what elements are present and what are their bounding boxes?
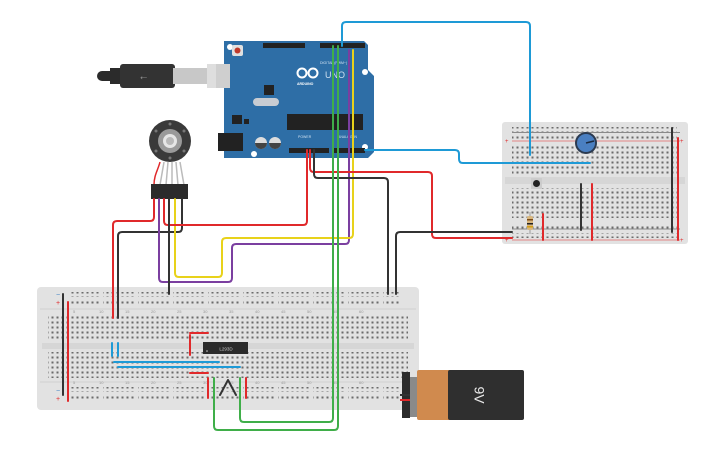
rail-plus-label: + (680, 238, 684, 244)
crystal (253, 98, 279, 106)
column-label: 40 (255, 380, 260, 385)
column-label: 55 (333, 380, 338, 385)
wire-blue (341, 21, 531, 156)
rail-plus-label: + (505, 238, 509, 244)
power-jack (218, 133, 243, 151)
column-label: 35 (229, 380, 234, 385)
column-label: 20 (151, 309, 156, 314)
wire-green (213, 45, 339, 431)
rail-minus-label: − (56, 292, 60, 299)
wire-red (112, 198, 155, 319)
column-label: 60 (359, 309, 364, 314)
column-label: 15 (125, 309, 130, 314)
column-label: 25 (177, 309, 182, 314)
column-label: 10 (99, 309, 104, 314)
column-label: 5 (73, 309, 76, 314)
rail-plus-label: + (56, 300, 60, 307)
wire-red (309, 149, 513, 239)
rail-plus-label: + (56, 396, 60, 403)
wire-purple (158, 49, 350, 283)
arduino-uno: DIGITAL (PWM~) POWER ANALOG IN ARDUINO U… (216, 41, 374, 158)
l293d-driver-ic: L293D (203, 342, 248, 354)
rail-plus-label: + (505, 139, 509, 145)
column-label: 40 (255, 309, 260, 314)
wire-yellow (174, 49, 354, 278)
battery-label: 9V (471, 386, 487, 404)
column-label: 35 (229, 309, 234, 314)
column-label: 30 (203, 380, 208, 385)
battery-9v: 9V (400, 370, 524, 420)
potentiometer[interactable] (575, 132, 597, 154)
usb-cable: ⭠ (97, 64, 231, 88)
column-label: 5 (73, 380, 76, 385)
column-label: 55 (333, 309, 338, 314)
wires (62, 21, 679, 431)
column-label: 10 (99, 380, 104, 385)
arduino-logo-icon (296, 67, 319, 79)
column-label: 50 (307, 380, 312, 385)
wire-black (395, 231, 513, 295)
column-label: 50 (307, 309, 312, 314)
wire-black (313, 149, 389, 295)
arduino-model-label: UNO (325, 70, 345, 80)
column-label: 20 (151, 380, 156, 385)
column-label: 45 (281, 380, 286, 385)
analog-header-label: ANALOG IN (338, 135, 358, 139)
usb-icon: ⭠ (140, 72, 147, 82)
pushbutton[interactable] (531, 178, 542, 189)
column-label: 60 (359, 380, 364, 385)
wire-red (163, 149, 308, 226)
rail-minus-label: − (56, 388, 60, 395)
microcontroller-chip (287, 114, 363, 130)
ic-label: L293D (219, 347, 233, 352)
wire-blue (364, 149, 591, 164)
dc-motor (149, 120, 191, 199)
motor-connector (151, 184, 188, 199)
column-label: 45 (281, 309, 286, 314)
column-label: 25 (177, 380, 182, 385)
wire-black (117, 198, 183, 319)
arduino-brand-label: ARDUINO (297, 82, 314, 86)
rail-plus-label: + (680, 139, 684, 145)
power-header-label: POWER (298, 135, 312, 139)
resistor (527, 212, 533, 234)
wire-black (219, 379, 237, 396)
wire-green (239, 45, 334, 423)
column-label: 30 (203, 309, 208, 314)
column-label: 15 (125, 380, 130, 385)
reset-button-cap[interactable] (234, 47, 241, 54)
